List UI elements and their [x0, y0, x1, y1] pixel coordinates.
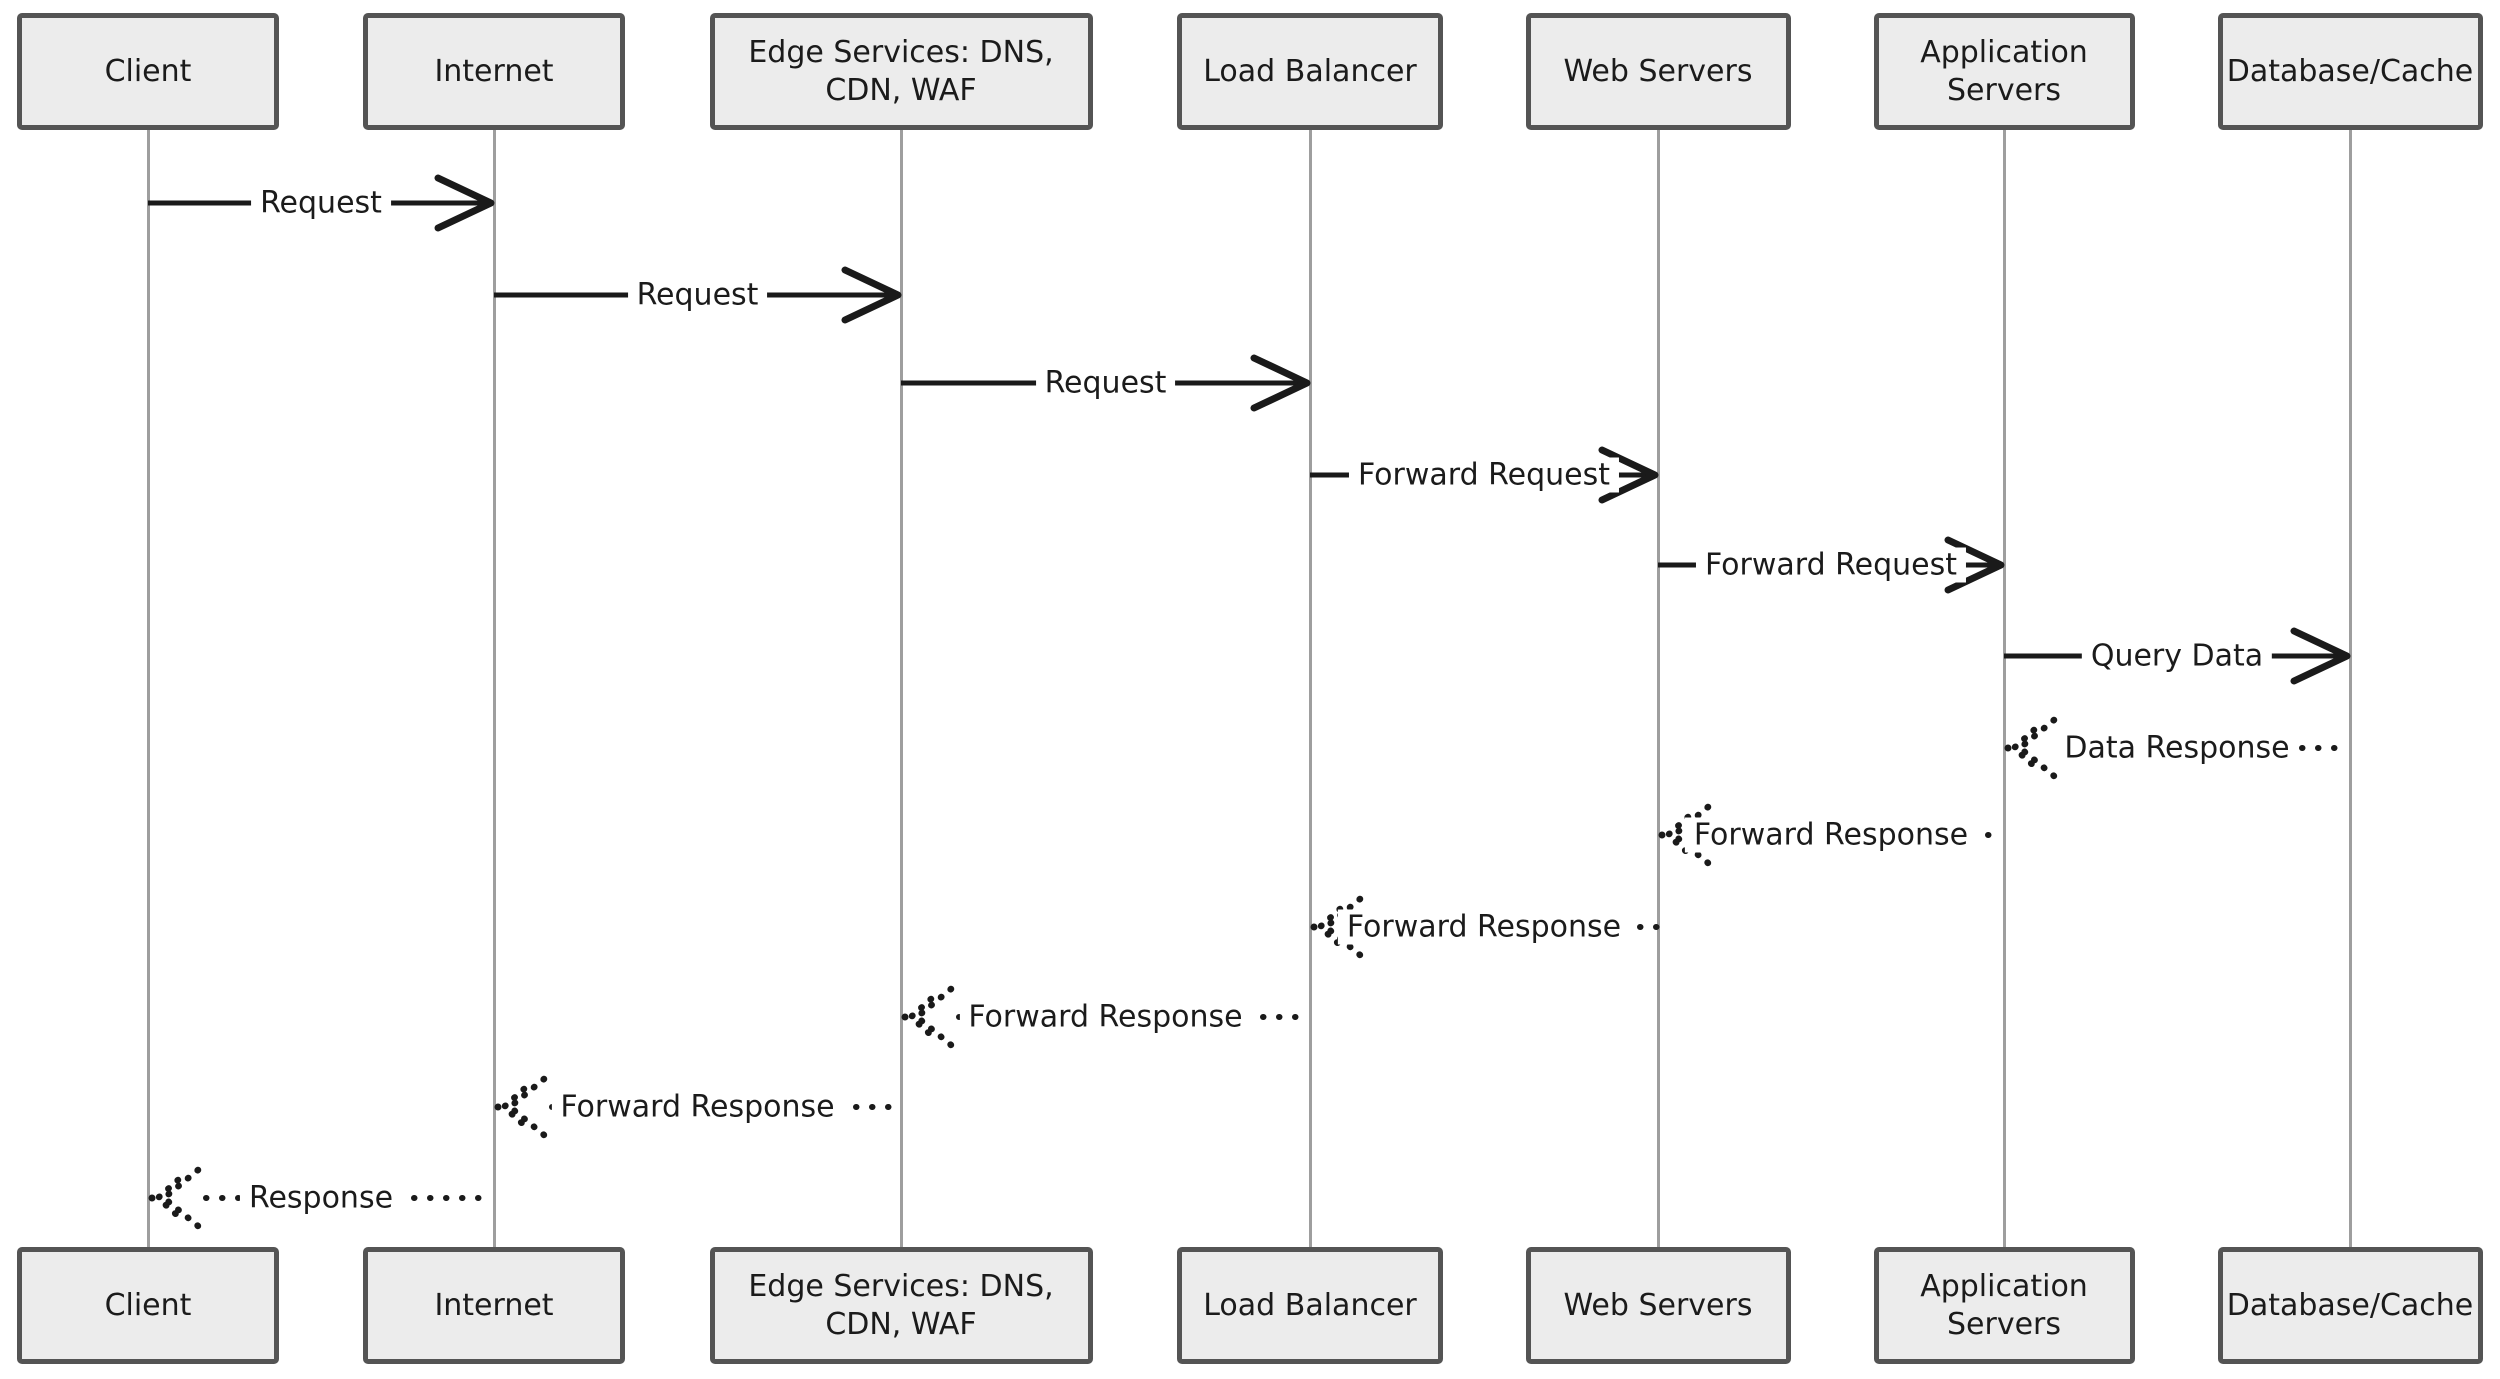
message-label: Response — [239, 1180, 403, 1216]
message-5-query-data: Query Data — [2004, 616, 2351, 696]
lifeline-internet — [492, 128, 496, 1249]
actor-label: Application Servers — [1920, 35, 2088, 108]
actor-label: Web Servers — [1563, 53, 1753, 89]
actor-box-top-web-servers: Web Servers — [1525, 13, 1791, 130]
message-label: Data Response — [2055, 730, 2299, 766]
message-9-forward-response: Forward Response — [901, 977, 1313, 1057]
actor-box-top-internet: Internet — [363, 13, 625, 130]
message-label: Forward Response — [551, 1089, 844, 1125]
actor-box-top-edge-services: Edge Services: DNS, CDN, WAF — [709, 13, 1093, 130]
actor-box-bottom-load-balancer: Load Balancer — [1177, 1247, 1443, 1364]
actor-box-bottom-client: Client — [17, 1247, 279, 1364]
actor-label: Application Servers — [1920, 1269, 2088, 1342]
message-2-request: Request — [901, 343, 1311, 423]
actor-box-top-client: Client — [17, 13, 279, 130]
message-label: Forward Request — [1348, 457, 1620, 493]
actor-box-bottom-internet: Internet — [363, 1247, 625, 1364]
actor-label: Web Servers — [1563, 1287, 1753, 1323]
lifeline-load-balancer — [1308, 128, 1312, 1249]
actor-label: Edge Services: DNS, CDN, WAF — [748, 35, 1054, 108]
actor-label: Client — [104, 1287, 192, 1323]
message-4-forward-request: Forward Request — [1658, 525, 2005, 605]
lifeline-application-servers — [2002, 128, 2006, 1249]
actor-box-top-load-balancer: Load Balancer — [1177, 13, 1443, 130]
actor-label: Internet — [434, 53, 554, 89]
lifeline-web-servers — [1656, 128, 1660, 1249]
actor-box-top-application-servers: Application Servers — [1873, 13, 2135, 130]
message-8-forward-response: Forward Response — [1310, 887, 1661, 967]
actor-label: Internet — [434, 1287, 554, 1323]
actor-box-top-database-cache: Database/Cache — [2217, 13, 2483, 130]
message-0-request: Request — [148, 163, 495, 243]
actor-label: Database/Cache — [2226, 53, 2474, 89]
actor-box-bottom-application-servers: Application Servers — [1873, 1247, 2135, 1364]
actor-box-bottom-web-servers: Web Servers — [1525, 1247, 1791, 1364]
lifeline-edge-services — [899, 128, 903, 1249]
message-label: Forward Response — [1337, 909, 1631, 945]
actor-label: Load Balancer — [1203, 1287, 1417, 1323]
message-label: Request — [1035, 365, 1176, 401]
message-10-forward-response: Forward Response — [494, 1067, 904, 1147]
message-3-forward-request: Forward Request — [1310, 435, 1659, 515]
message-7-forward-response: Forward Response — [1658, 795, 2007, 875]
message-label: Forward Response — [959, 999, 1252, 1035]
actor-box-bottom-database-cache: Database/Cache — [2217, 1247, 2483, 1364]
message-label: Query Data — [2081, 638, 2273, 674]
actor-box-bottom-edge-services: Edge Services: DNS, CDN, WAF — [709, 1247, 1093, 1364]
lifeline-client — [146, 128, 150, 1249]
actor-label: Database/Cache — [2226, 1287, 2474, 1323]
message-label: Forward Request — [1695, 547, 1967, 583]
message-1-request: Request — [494, 255, 902, 335]
message-label: Forward Response — [1684, 817, 1978, 853]
actor-label: Edge Services: DNS, CDN, WAF — [748, 1269, 1054, 1342]
actor-label: Client — [104, 53, 192, 89]
message-label: Request — [627, 277, 768, 313]
message-11-response: Response — [148, 1158, 497, 1238]
message-label: Request — [251, 185, 391, 221]
message-6-data-response: Data Response — [2004, 708, 2353, 788]
lifeline-database-cache — [2348, 128, 2352, 1249]
actor-label: Load Balancer — [1203, 53, 1417, 89]
